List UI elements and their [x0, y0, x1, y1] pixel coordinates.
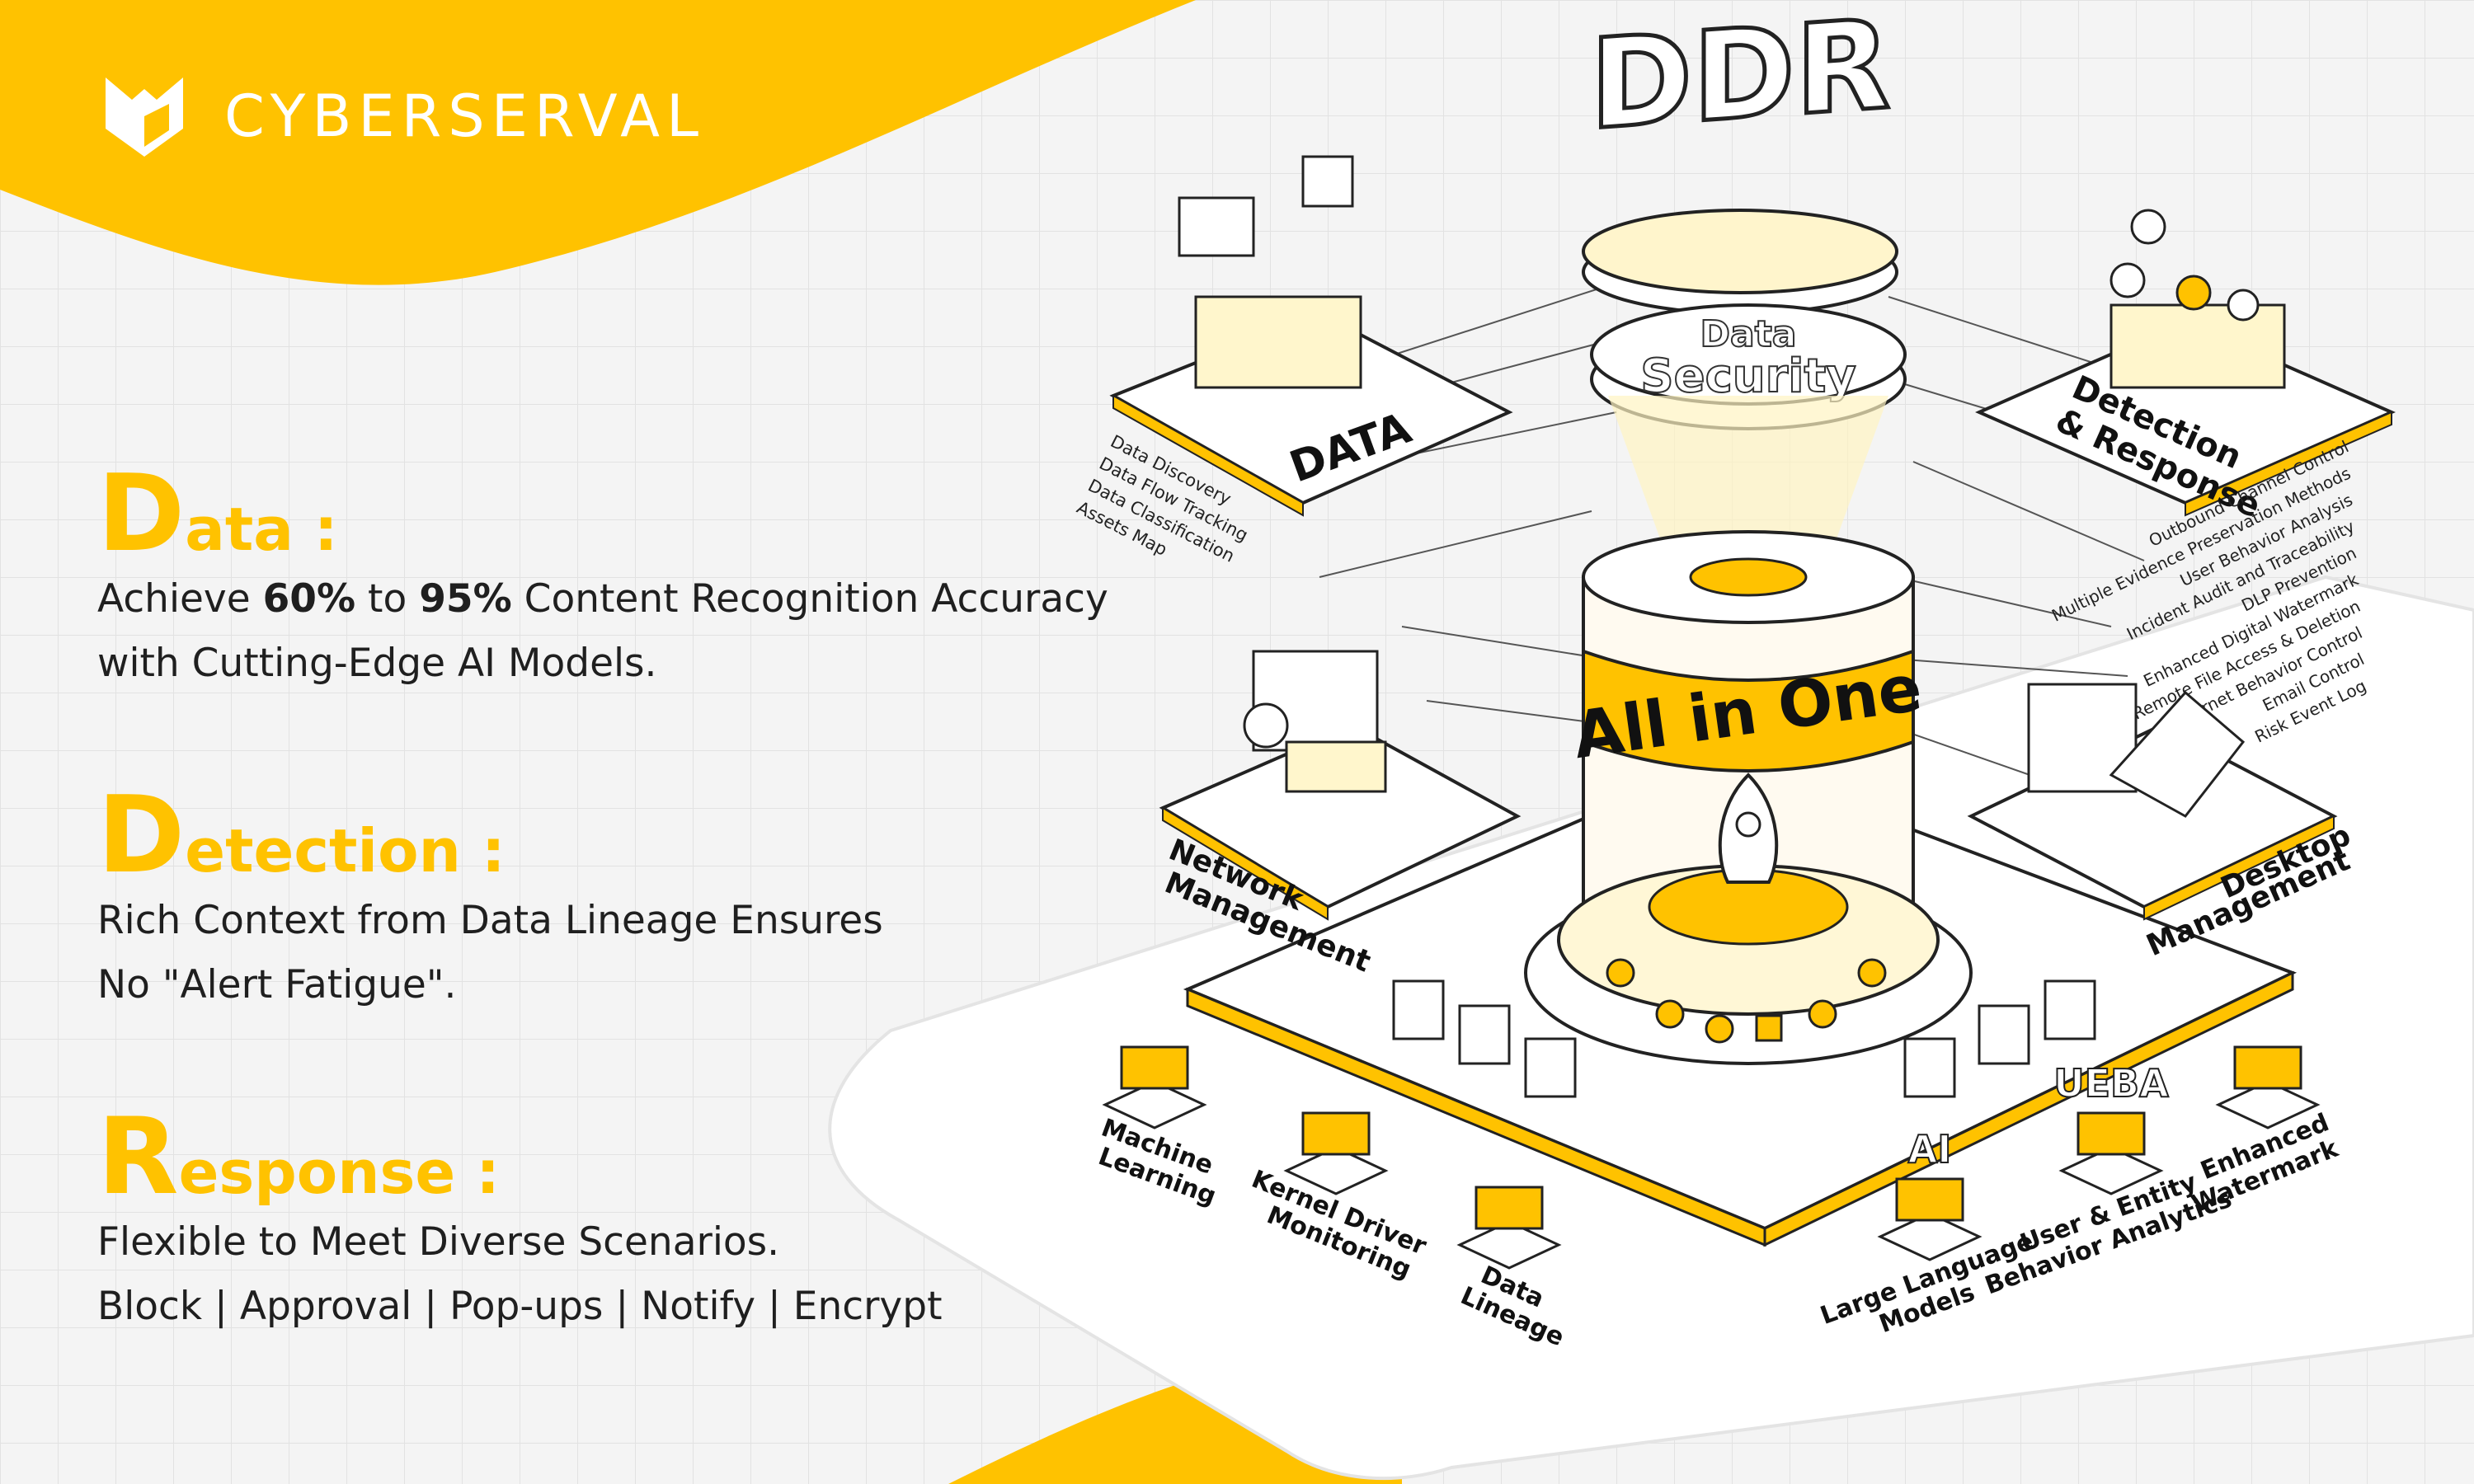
gmail-icon — [2175, 275, 2212, 311]
cyberserval-fox-logo — [106, 77, 183, 157]
brand: CYBERSERVAL — [99, 71, 705, 162]
description-text: Block | Approval | Pop-ups | Notify | En… — [97, 1284, 943, 1329]
avatar-icon — [1243, 702, 1289, 749]
feature-initial: D — [97, 453, 186, 575]
feature-description-line: Achieve 60% to 95% Content Recognition A… — [97, 567, 1108, 632]
rocket-stage — [1524, 773, 1973, 1065]
module-box — [2077, 1111, 2146, 1156]
data-module: DATA Data Discovery Data Flow Tracking D… — [1074, 155, 1513, 566]
module-box — [1301, 1111, 1371, 1156]
top-left-swoosh — [0, 0, 1196, 285]
data-security-line-1: Data — [1700, 313, 1797, 355]
highlight-value: 95% — [419, 576, 512, 622]
windows-icon — [1755, 1014, 1783, 1042]
description-text: with Cutting-Edge AI Models. — [97, 641, 657, 686]
twitter-icon — [2227, 289, 2260, 322]
apple-icon — [1705, 1014, 1734, 1044]
description-text: No "Alert Fatigue". — [97, 962, 457, 1007]
description-text: to — [355, 576, 420, 622]
ddr-label: DDR — [1590, 0, 1891, 157]
module-box — [1475, 1186, 1544, 1230]
feature-title: esponse : — [178, 1138, 501, 1207]
description-text: Achieve — [97, 576, 263, 622]
ubuntu-icon — [1606, 958, 1635, 988]
data-security-line-2: Security — [1640, 350, 1856, 403]
module-glyph: AI — [1908, 1127, 1952, 1172]
module-box — [1895, 1177, 1964, 1222]
feature-description-line: Block | Approval | Pop-ups | Notify | En… — [97, 1275, 943, 1339]
module-box — [1120, 1045, 1189, 1090]
feature-title: etection : — [185, 816, 506, 885]
description-text: Flexible to Meet Diverse Scenarios. — [97, 1219, 780, 1265]
feature-title: ata : — [185, 495, 338, 564]
chrome-icon — [2109, 262, 2146, 298]
whatsapp-icon — [2130, 209, 2166, 245]
feature-description-line: No "Alert Fatigue". — [97, 953, 883, 1017]
kylin-icon — [1857, 958, 1887, 988]
description-text: Content Recognition Accuracy — [511, 576, 1108, 622]
bird-icon — [1808, 999, 1837, 1029]
server-stacks — [1392, 979, 2096, 1098]
description-text: Rich Context from Data Lineage Ensures — [97, 898, 883, 943]
feature-description-line: with Cutting-Edge AI Models. — [97, 632, 1108, 696]
network-module: Network Management — [1159, 650, 1522, 979]
highlight-value: 60% — [262, 576, 356, 622]
feature-description-line: Flexible to Meet Diverse Scenarios. — [97, 1210, 943, 1275]
brand-name: CYBERSERVAL — [224, 82, 706, 150]
data-security-disk: Data Security — [1590, 303, 1907, 430]
module-glyph: UEBA — [2053, 1061, 2169, 1106]
laptop-icon — [2109, 690, 2246, 818]
feature-initial: R — [97, 1096, 179, 1219]
os-icons — [1606, 958, 1887, 1044]
module-box — [2233, 1045, 2302, 1090]
linux-icon — [1655, 999, 1685, 1029]
feature-initial: D — [97, 774, 186, 897]
feature-description-line: Rich Context from Data Lineage Ensures — [97, 889, 883, 953]
ddr-block: DDR — [1582, 0, 1898, 315]
